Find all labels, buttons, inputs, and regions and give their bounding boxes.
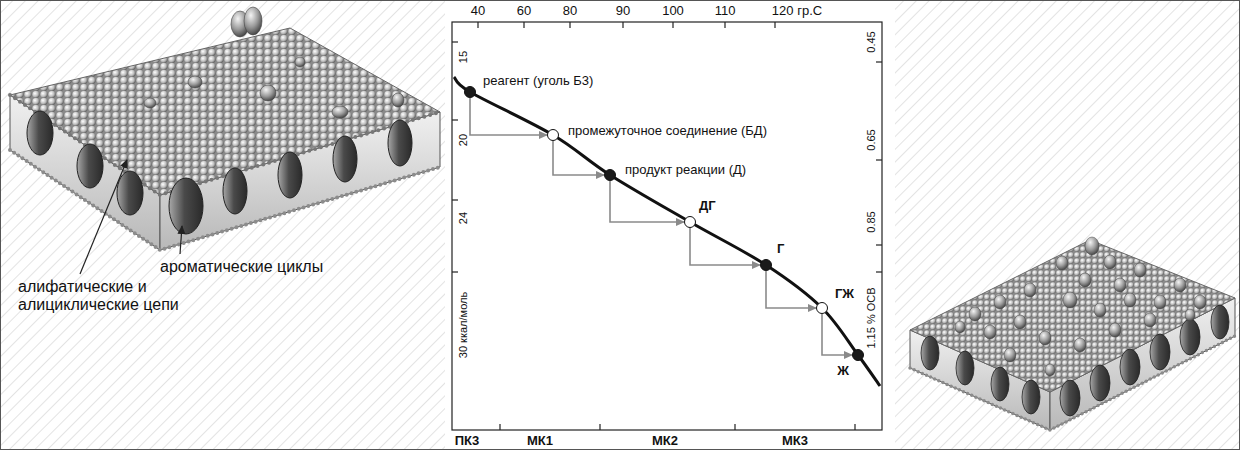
chart-panel: [445, 0, 895, 450]
stage-label: МК1: [527, 434, 553, 449]
step-connector: [470, 98, 547, 135]
leader-arrow: [180, 226, 182, 254]
rank-point: продукт реакции (Д): [604, 169, 616, 181]
reflectance-tick: 0.65: [865, 129, 878, 150]
step-connector: [822, 314, 852, 355]
energy-tick: 20: [457, 134, 470, 146]
coal-structure-block-loose: [10, 7, 440, 274]
stage-label: МК3: [782, 434, 808, 449]
coal-structure-block-dense: [910, 237, 1235, 430]
reflectance-tick: 0.85: [865, 211, 878, 232]
callout-label: ароматические циклы: [160, 258, 323, 276]
point-label: Ж: [835, 363, 851, 379]
reflectance-tick: 0.45: [865, 31, 878, 52]
temperature-tick: 80: [563, 4, 577, 19]
temperature-tick: 110: [715, 4, 736, 19]
step-connector: [553, 141, 604, 175]
point-label: ГЖ: [833, 286, 856, 302]
stage-label: МК2: [652, 434, 678, 449]
step-connector: [766, 271, 816, 308]
step-connector: [690, 228, 760, 265]
rank-point: ГЖ: [816, 302, 828, 314]
energy-tick: 30 ккал/моль: [457, 292, 470, 358]
reflectance-tick: 1.15 % ОСВ: [865, 287, 878, 348]
rank-point: Г: [760, 259, 772, 271]
step-connector: [610, 181, 684, 222]
rank-point: реагент (уголь Б3): [464, 86, 476, 98]
rank-point: промежуточное соединение (БД): [547, 129, 559, 141]
point-label: продукт реакции (Д): [623, 162, 748, 178]
stage-label: ПК3: [455, 434, 480, 449]
temperature-tick: 40: [471, 4, 485, 19]
temperature-tick: 60: [517, 4, 531, 19]
point-label: промежуточное соединение (БД): [566, 123, 769, 139]
chart-frame: [452, 22, 882, 430]
point-label: Г: [775, 241, 786, 257]
temperature-tick: 120 гр.С: [772, 4, 822, 19]
point-label: реагент (уголь Б3): [481, 73, 595, 89]
rank-curve-line: [454, 77, 880, 386]
callout-label: алифатические и алициклические цепи: [18, 278, 203, 315]
temperature-tick: 100: [662, 4, 684, 19]
energy-tick: 24: [457, 212, 470, 224]
point-label: ДГ: [697, 198, 718, 214]
rank-point: Ж: [852, 349, 864, 361]
temperature-tick: 90: [616, 4, 630, 19]
leader-arrow: [80, 160, 127, 274]
rank-point: ДГ: [684, 216, 696, 228]
energy-tick: 15: [457, 51, 470, 63]
